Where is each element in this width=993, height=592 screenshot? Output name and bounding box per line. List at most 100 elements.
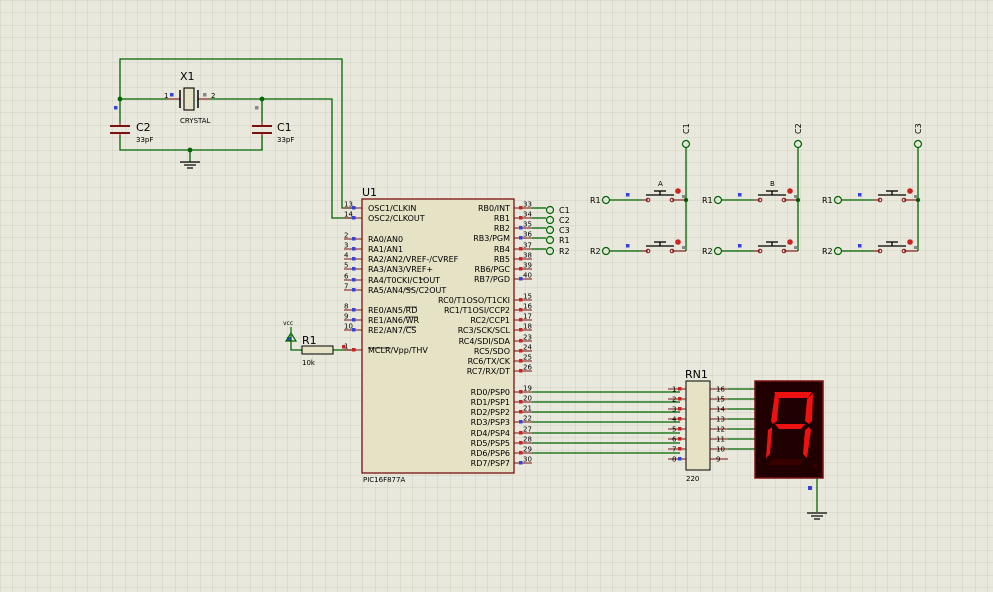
mcu-pin-number: 38 [523, 252, 532, 260]
mcu-pin-name: RD6/PSP6 [471, 449, 510, 458]
row-terminal-icon[interactable] [601, 246, 611, 256]
capacitor-c1[interactable]: C1 33pF [252, 106, 294, 144]
mcu-pin-name: RA0/AN0 [368, 235, 403, 244]
row-terminal-icon[interactable] [833, 195, 843, 205]
segment-a [774, 392, 812, 398]
mcu-pin-name: OSC2/CLKOUT [368, 214, 425, 223]
mcu-pin-name: RD7/PSP7 [471, 459, 510, 468]
mcu-pin-name: RC7/RX/DT [467, 367, 510, 376]
button-indicator-icon [787, 188, 793, 194]
mcu-pin-number: 30 [523, 456, 532, 464]
terminal-icon[interactable] [545, 246, 555, 256]
rn1-pin-number: 7 [672, 446, 676, 454]
row-terminal-icon[interactable] [833, 246, 843, 256]
mcu-pin-name: RC1/T1OSI/CCP2 [444, 306, 510, 315]
rn1-pin-number: 13 [716, 416, 725, 424]
vcc-terminal[interactable]: vcc [283, 320, 298, 342]
mcu-pin-number: 28 [523, 436, 532, 444]
mcu-pin-name: RC5/SDO [474, 347, 510, 356]
row-label: R2 [822, 247, 833, 256]
vcc-label: vcc [283, 320, 293, 327]
mcu-pin-number: 24 [523, 344, 532, 352]
column-label: C3 [914, 123, 923, 134]
rn1-pin-number: 11 [716, 436, 725, 444]
mcu-pin-name: RD1/PSP1 [471, 398, 510, 407]
terminal-icon[interactable] [545, 205, 555, 215]
mcu-pin-number: 34 [523, 211, 532, 219]
terminal-label: R1 [559, 236, 570, 245]
mcu-pin-number: 36 [523, 231, 532, 239]
mcu-pin-name: RD4/PSP4 [471, 429, 510, 438]
mcu-pin-name: RB7/PGD [474, 275, 510, 284]
mcu-pin-number: 27 [523, 426, 532, 434]
row-label: R2 [590, 247, 601, 256]
terminal-label: C3 [559, 226, 570, 235]
rn1-pin-number: 14 [716, 406, 725, 414]
crystal-value: CRYSTAL [180, 117, 211, 125]
mcu-pin-number: 16 [523, 303, 532, 311]
mcu-pin-number: 35 [523, 221, 532, 229]
terminal-icon[interactable] [545, 235, 555, 245]
mcu-pin-number: 26 [523, 364, 532, 372]
mcu-pin-name: RC3/SCK/SCL [458, 326, 511, 335]
mcu-pin-number: 23 [523, 334, 532, 342]
row-terminal-icon[interactable] [601, 195, 611, 205]
mcu-pin-name: RD2/PSP2 [471, 408, 510, 417]
mcu-pin-name: RE0/AN5/RD [368, 306, 417, 315]
column-label: C2 [794, 123, 803, 134]
mcu-pin-name: RE1/AN6/WR [368, 316, 420, 325]
seven-segment-display[interactable] [754, 380, 827, 520]
mcu-pin-name: RA4/T0CKI/C1OUT [368, 276, 440, 285]
mcu-pin-number: 4 [344, 252, 349, 260]
terminal-icon[interactable] [545, 215, 555, 225]
cap-c1-value: 33pF [277, 136, 294, 144]
row-label: R1 [822, 196, 833, 205]
mcu-pin-number: 15 [523, 293, 532, 301]
column-terminal-icon[interactable] [793, 139, 803, 149]
mcu-pin-name: RC0/T1OSO/T1CKI [438, 296, 510, 305]
segment-c [803, 427, 811, 458]
mcu-pin-number: 21 [523, 405, 532, 413]
rn1-pin-number: 4 [672, 416, 677, 424]
mcu-pin-number: 5 [344, 262, 348, 270]
resistor-value: 10k [302, 359, 316, 367]
rn1-pin-number: 12 [716, 426, 725, 434]
rn1-pin-number: 2 [672, 396, 676, 404]
mcu-pin-name: RC6/TX/CK [468, 357, 511, 366]
mcu-pin-number: 20 [523, 395, 532, 403]
crystal-pin1: 1 [164, 92, 168, 100]
column-terminal-icon[interactable] [913, 139, 923, 149]
row-label: R1 [702, 196, 713, 205]
mcu-pin-number: 14 [344, 211, 353, 219]
segment-g [775, 424, 805, 429]
mcu-pin-number: 25 [523, 354, 532, 362]
mcu-pin-name: RC4/SDI/SDA [459, 337, 511, 346]
mcu-pin-name: RA1/AN1 [368, 245, 403, 254]
terminal-icon[interactable] [545, 225, 555, 235]
crystal-x1[interactable]: X1 1 2 CRYSTAL [164, 70, 215, 125]
rn1-value: 220 [686, 475, 699, 483]
mcu-pin-number: 8 [344, 303, 348, 311]
row-terminal-icon[interactable] [713, 195, 723, 205]
crystal-pin2: 2 [211, 92, 215, 100]
column-terminal-icon[interactable] [681, 139, 691, 149]
mcu-pin-name: MCLR/Vpp/THV [368, 346, 428, 355]
rn1-pin-number: 9 [716, 456, 720, 464]
segment-f [771, 393, 779, 424]
mcu-pin-name: RA5/AN4/SS/C2OUT [368, 286, 446, 295]
rn1-ref: RN1 [685, 368, 708, 381]
button-label: B [770, 180, 775, 188]
mcu-pin-name: RA2/AN2/VREF-/CVREF [368, 255, 459, 264]
rn1-pin-number: 15 [716, 396, 725, 404]
capacitor-c2[interactable]: C2 33pF [110, 106, 153, 144]
row-terminal-icon[interactable] [713, 246, 723, 256]
mcu-pin-name: RB1 [494, 214, 510, 223]
button-label: A [658, 180, 663, 188]
